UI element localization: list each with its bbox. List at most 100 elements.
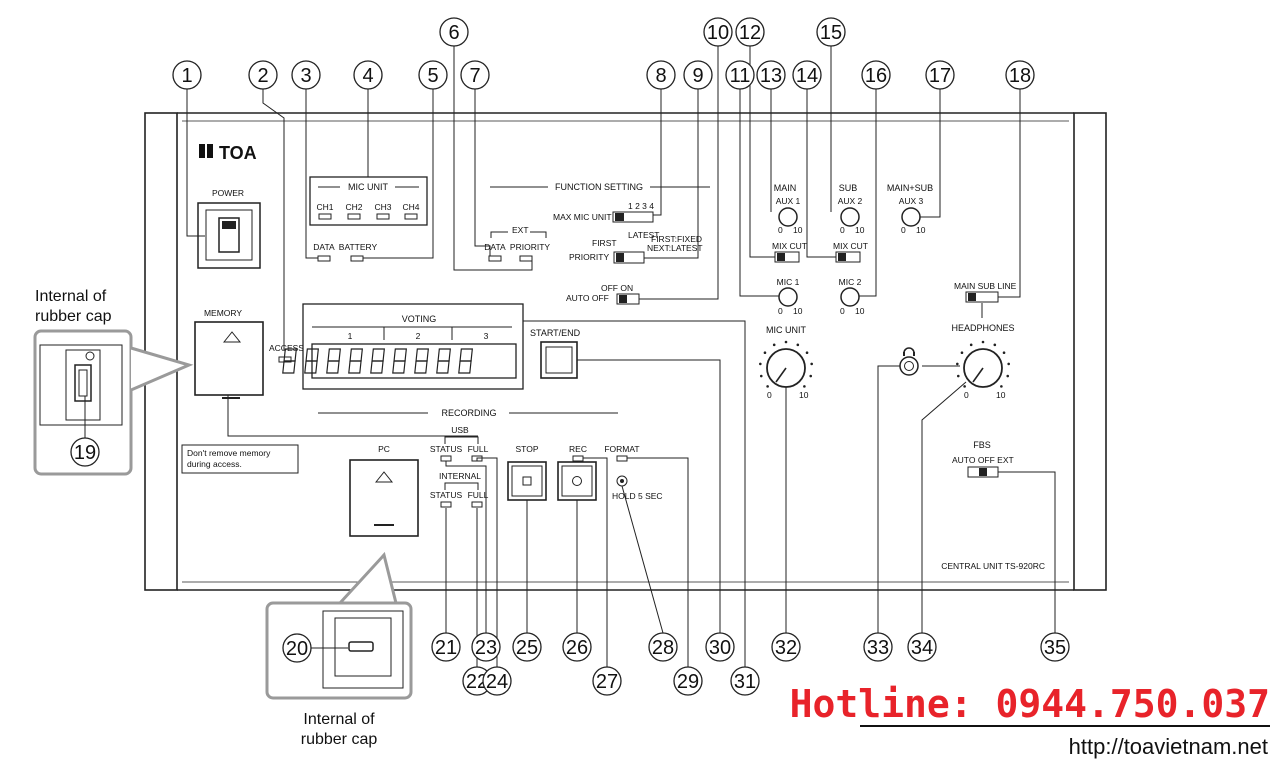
callout-20: 20 (282, 633, 312, 663)
mix-cut-switch-2[interactable] (835, 251, 861, 263)
mic2-knob[interactable] (840, 287, 860, 307)
rec-circle-icon (572, 476, 582, 486)
ch2-led (347, 213, 361, 220)
memory-slot[interactable] (194, 321, 264, 399)
data-led-label: DATA (313, 242, 335, 252)
scale-dot (969, 343, 973, 347)
callout-4: 4 (353, 60, 383, 90)
scale-dot (784, 340, 788, 344)
usb-full-label: FULL (468, 444, 489, 454)
mic2-scale-10: 10 (855, 306, 865, 316)
pc-usb-slot[interactable] (349, 459, 419, 537)
max-mic-unit-label: MAX MIC UNIT (553, 212, 612, 222)
mic1-knob[interactable] (778, 287, 798, 307)
headphone-source-switch[interactable] (965, 291, 999, 303)
mic-unit-scale-0: 0 (767, 390, 772, 400)
headphones-volume-knob[interactable] (963, 348, 1003, 388)
callout-number-text: 17 (929, 65, 951, 87)
callout-number-text: 28 (652, 637, 674, 659)
scale-dot (960, 351, 964, 355)
max-mic-unit-switch[interactable] (612, 211, 654, 223)
mic-unit-scale-10: 10 (799, 390, 809, 400)
off-on-label: OFF ON (601, 283, 633, 293)
callout-number-text: 3 (300, 65, 311, 87)
first-fixed-label: FIRST:FIXED (651, 234, 702, 244)
callout-number-text: 6 (448, 22, 459, 44)
memory-note-box (181, 444, 299, 474)
device-body (144, 112, 1107, 591)
scale-dot (803, 385, 806, 388)
aux3-knob[interactable] (901, 207, 921, 227)
internal-label: INTERNAL (439, 471, 481, 481)
aux1-scale-10: 10 (793, 225, 803, 235)
headphone-jack[interactable] (899, 356, 919, 376)
ch4-led (404, 213, 418, 220)
callout-28: 28 (648, 632, 678, 662)
aux3-scale-0: 0 (901, 225, 906, 235)
internal-full-led (471, 501, 483, 508)
power-switch[interactable] (197, 202, 261, 269)
callout-number-text: 22 (466, 671, 488, 693)
mic2-label: MIC 2 (839, 277, 862, 287)
voting-group-2: 2 (416, 331, 421, 341)
mic1-label: MIC 1 (777, 277, 800, 287)
stop-button[interactable] (507, 461, 547, 501)
seven-segment-digits (282, 348, 473, 374)
hotline-watermark: Hotline: 0944.750.037 (790, 682, 1270, 726)
aux1-knob[interactable] (778, 207, 798, 227)
scale-dot (809, 374, 813, 378)
mic-unit-volume-knob[interactable] (766, 348, 806, 388)
inset-top-label-line1: Internal of (35, 288, 107, 305)
ch1-label: CH1 (316, 202, 333, 212)
callout-27: 27 (592, 666, 622, 696)
mix-cut-switch-1[interactable] (774, 251, 800, 263)
rec-button[interactable] (557, 461, 597, 501)
aux2-label: AUX 2 (838, 196, 863, 206)
memory-label: MEMORY (204, 308, 242, 318)
url-watermark: http://toavietnam.net (1069, 734, 1268, 759)
main-sub-title: MAIN+SUB (887, 183, 933, 193)
priority-label: PRIORITY (569, 252, 609, 262)
aux1-scale-0: 0 (778, 225, 783, 235)
segment-digit (304, 348, 319, 374)
battery-led (350, 255, 364, 262)
callout-number-text: 23 (475, 637, 497, 659)
ext-data-label: DATA (484, 242, 506, 252)
segment-digit (348, 348, 363, 374)
brand-text: TOA (219, 143, 257, 163)
segment-digit (370, 348, 385, 374)
voting-title: VOTING (402, 314, 437, 324)
callout-number-text: 7 (469, 65, 480, 87)
callout-number-text: 26 (566, 637, 588, 659)
aux3-scale-10: 10 (916, 225, 926, 235)
callout-1: 1 (172, 60, 202, 90)
callout-number-text: 14 (796, 65, 818, 87)
format-button[interactable] (616, 475, 628, 487)
start-end-label: START/END (530, 328, 581, 338)
callout-number-text: 9 (692, 65, 703, 87)
ext-priority-led (519, 255, 533, 262)
aux2-knob[interactable] (840, 207, 860, 227)
auto-off-switch[interactable] (616, 293, 640, 305)
callout-14: 14 (792, 60, 822, 90)
callout-19: 19 (70, 437, 100, 467)
segment-digit (436, 348, 451, 374)
segment-digit (414, 348, 429, 374)
mic-unit-knob-label: MIC UNIT (766, 325, 806, 335)
mix-cut-1-label: MIX CUT (772, 241, 807, 251)
priority-switch[interactable] (613, 251, 645, 264)
start-end-button[interactable] (540, 341, 578, 379)
scale-dot (981, 340, 985, 344)
memory-note-line2: during access. (187, 459, 242, 469)
callout-number-text: 32 (775, 637, 797, 659)
callout-24: 24 (482, 666, 512, 696)
fbs-switch[interactable] (967, 466, 999, 478)
inset-bottom-frame (265, 551, 413, 700)
voting-group-1: 1 (348, 331, 353, 341)
callout-number-text: 4 (362, 65, 373, 87)
format-label: FORMAT (604, 444, 639, 454)
callout-number-text: 5 (427, 65, 438, 87)
aux1-label: AUX 1 (776, 196, 801, 206)
voting-display (282, 343, 517, 379)
